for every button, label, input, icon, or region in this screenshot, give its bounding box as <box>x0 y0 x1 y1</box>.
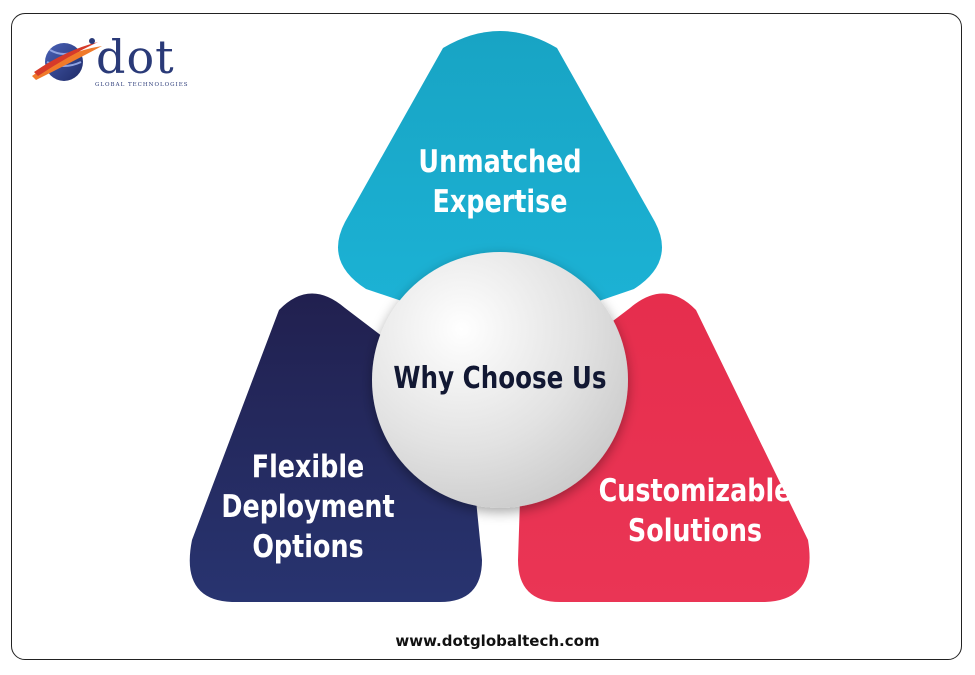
petal-label-customizable: Customizable Solutions <box>598 473 792 549</box>
logo-tagline: GLOBAL TECHNOLOGIES <box>95 82 189 88</box>
globe-logo-icon <box>32 38 102 81</box>
footer-website-link[interactable]: www.dotglobaltech.com <box>395 632 600 650</box>
petal-label-expertise: Unmatched Expertise <box>418 144 582 220</box>
petal-expertise <box>338 31 662 328</box>
center-title: Why Choose Us <box>393 361 607 396</box>
center-circle <box>372 252 628 508</box>
brand-logo: dot GLOBAL TECHNOLOGIES <box>28 32 198 96</box>
logo-wordmark: dot <box>96 30 175 84</box>
petal-label-deployment: Flexible Deployment Options <box>221 449 395 565</box>
